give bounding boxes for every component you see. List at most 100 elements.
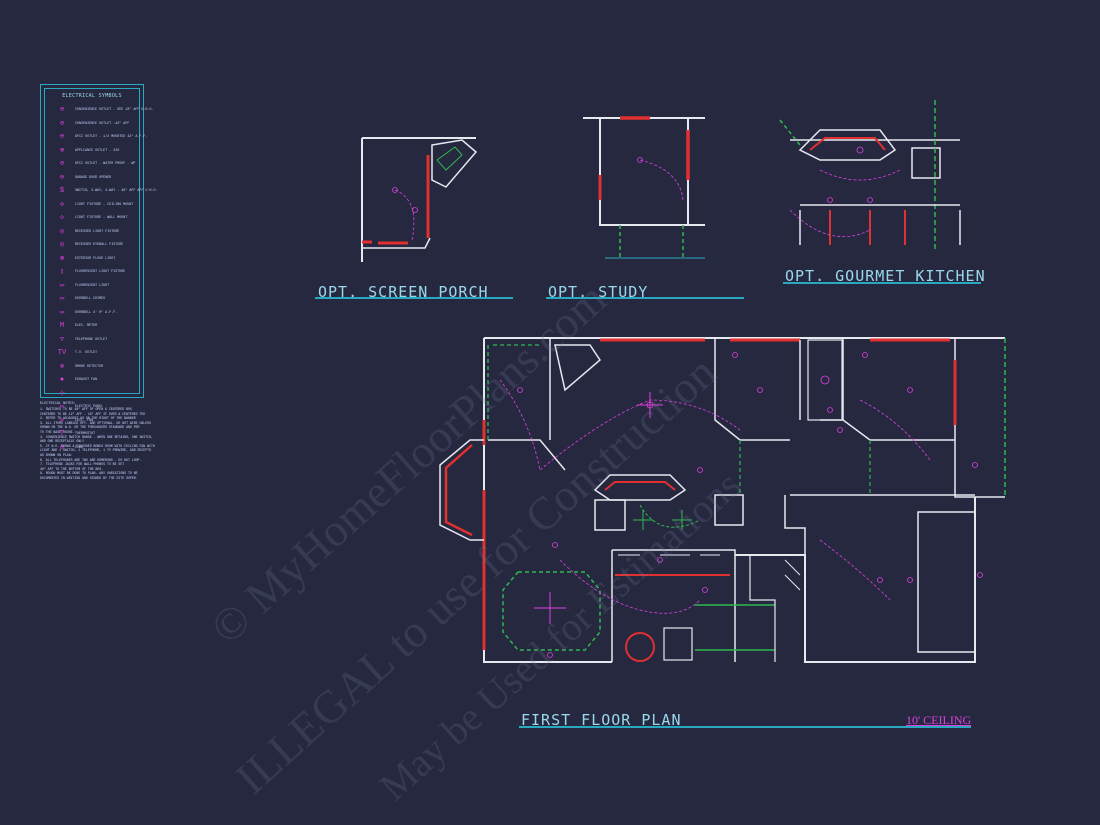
gfci-outlet-icon: ⊖ bbox=[59, 133, 65, 141]
legend-row: ⊖ GFCI OUTLET - 1/2 MOUNTED 42" A.F.F. bbox=[49, 132, 147, 146]
note-line: 3. ALL ITEMS LABELED OPT. ARE OPTIONAL. … bbox=[40, 420, 151, 425]
legend-row: ▯ FLUORESCENT LIGHT FIXTURE bbox=[49, 267, 137, 281]
exhaust-fan-icon: ● bbox=[59, 376, 65, 384]
fluorescent-light-icon: ▯ bbox=[59, 268, 65, 276]
gourmet-kitchen-title: OPT. GOURMET KITCHEN bbox=[785, 267, 986, 285]
legend-row: TV T.V. OUTLET bbox=[49, 348, 137, 362]
legend-label: COAX bbox=[75, 444, 84, 449]
legend-label: RECESSED EYEBALL FIXTURE bbox=[75, 242, 124, 246]
legend-row: ◎ RECESSED LIGHT FIXTURE bbox=[49, 227, 137, 241]
legend-row: ⊗SMOKE DETECTOR bbox=[49, 362, 137, 376]
ceiling-height-label: 10' CEILING bbox=[906, 713, 972, 727]
legend-label: ELEC. METER bbox=[75, 323, 98, 327]
legend-row: ⊙COAX bbox=[49, 443, 137, 457]
note-line: 48" AFF TO THE BOTTOM OF THE BOX. bbox=[40, 466, 104, 471]
legend-row: ▭ ELECTRIC PANEL bbox=[49, 402, 137, 416]
note-line: 4. CONVENIENCE SWITCH RANGE - WHEN ONE R… bbox=[40, 434, 153, 439]
electric-panel-icon: ▭ bbox=[59, 403, 65, 411]
wall-light-icon: ◇ bbox=[59, 214, 65, 222]
legend-row: $ SWITCH, 3-WAY, 4-WAY - 48" AFF AFF U.N.… bbox=[49, 186, 158, 200]
doorbell-icon: ▭ bbox=[59, 295, 65, 303]
first-floor-title: FIRST FLOOR PLAN bbox=[521, 711, 682, 729]
legend-label: DOORBELL 4' 0" A.F.F. bbox=[75, 309, 118, 314]
thermostat-icon: T bbox=[59, 430, 65, 438]
screen-porch-title-underline bbox=[315, 297, 513, 299]
notes-title: ELECTRICAL NOTES: bbox=[40, 402, 76, 406]
study-plan bbox=[583, 116, 705, 260]
gourmet-kitchen-title-underline bbox=[783, 282, 981, 284]
legend-row: ✣ LIGHT FIXTURE - CEILING MOUNT bbox=[49, 200, 137, 214]
legend-title: ELECTRICAL SYMBOLS bbox=[62, 93, 122, 99]
legend-inner-border: ELECTRICAL SYMBOLS ⊖CONVENIENCE OUTLET -… bbox=[44, 88, 157, 452]
legend-row: ▭DOORBELL 4' 0" A.F.F. bbox=[49, 308, 137, 322]
legend-label: FLUORESCENT LIGHT FIXTURE bbox=[75, 269, 126, 273]
legend-row: T THERMOSTAT bbox=[49, 429, 137, 443]
legend-row: ⊹ bbox=[49, 389, 137, 403]
legend-label: GFCI OUTLET - WATER PROOF - WP bbox=[75, 161, 136, 165]
legend-label: SMOKE DETECTOR bbox=[75, 363, 104, 368]
legend-label: CONVENIENCE OUTLET -42" AFF bbox=[75, 120, 130, 125]
flood-light-icon: ⊛ bbox=[59, 254, 65, 263]
legend-label: APPLIANCE OUTLET - 220 bbox=[75, 147, 120, 152]
legend-list: ⊖ CONVENIENCE OUTLET - SEE 18" AFF U.N.O.… bbox=[49, 105, 158, 457]
ceiling-fan-icon: ✛ bbox=[59, 416, 65, 425]
legend-label: EXTERIOR FLOOD LIGHT bbox=[75, 255, 116, 260]
first-floor-plan bbox=[439, 337, 1006, 663]
note-line: LIGHT AND 1 SWITCH, 1 TELEPHONE, 1 TV PR… bbox=[40, 448, 153, 453]
legend-label: SWITCH, 3-WAY, 4-WAY - 48" AFF AFF U.N.O… bbox=[75, 188, 158, 192]
duplex-outlet-icon: ⊖ bbox=[59, 106, 65, 114]
legend-label: ELECTRIC PANEL bbox=[75, 404, 104, 408]
legend-label: RECESSED LIGHT FIXTURE bbox=[75, 228, 120, 233]
garage-outlet-icon: ⊖ bbox=[59, 173, 65, 182]
fan-light-icon: ⊹ bbox=[59, 389, 65, 398]
legend-row: ◇ LIGHT FIXTURE - WALL MOUNT bbox=[49, 213, 137, 227]
tv-outlet-icon: TV bbox=[57, 349, 67, 357]
screen-porch-title: OPT. SCREEN PORCH bbox=[318, 283, 489, 301]
note-line: 8. ROUGH MUST BE DONE TO PLAN. ANY VARIA… bbox=[40, 471, 138, 476]
switch-icon: $ bbox=[59, 187, 65, 195]
notes-lines: 1. SWITCHES TO BE 48" AFF OF OPEN & CENT… bbox=[40, 407, 175, 481]
first-floor-title-underline bbox=[519, 726, 971, 728]
legend-label: CEIL. FAN bbox=[75, 417, 94, 422]
legend-row: ⊖ CONVENIENCE OUTLET - SEE 18" AFF U.N.O. bbox=[49, 105, 154, 119]
legend-label: T.V. OUTLET bbox=[75, 350, 98, 354]
recessed-light-icon: ◎ bbox=[59, 227, 65, 236]
legend-row: ▭FLUORESCENT LIGHT bbox=[49, 281, 137, 295]
legend-label: DOORBELL CHIMES bbox=[75, 296, 106, 300]
note-line: DOCUMENTED IN WRITING AND SIGNED BY THE … bbox=[40, 475, 138, 480]
note-line: AS SHOWN ON PLAN. bbox=[40, 452, 73, 457]
legend-row: ⊖ GARAGE DOOR OPENER bbox=[49, 173, 137, 187]
wp-outlet-icon: ⊖ bbox=[59, 160, 65, 168]
note-line: AND ONE RECEPTACLE ONLY bbox=[40, 439, 84, 444]
legend-label: LIGHT FIXTURE - CEILING MOUNT bbox=[75, 201, 134, 206]
ceiling-light-icon: ✣ bbox=[59, 200, 65, 209]
eyeball-light-icon: ◎ bbox=[59, 241, 65, 249]
legend-label: GFCI OUTLET - 1/2 MOUNTED 42" A.F.F. bbox=[75, 134, 148, 138]
legend-row: ▽ TELEPHONE OUTLET bbox=[49, 335, 137, 349]
telephone-icon: ▽ bbox=[59, 335, 65, 344]
note-line: 1. SWITCHES TO BE 48" AFF OF OPEN & CENT… bbox=[40, 407, 132, 411]
legend-row: ⊖ GFCI OUTLET - WATER PROOF - WP bbox=[49, 159, 137, 173]
note-line: 6. ALL TELEPHONES ARE TWO ARE HOMERUNS -… bbox=[40, 457, 142, 462]
note-line: 5. IF W.O. SHOWS A FINISHED BONUS ROOM W… bbox=[40, 443, 155, 448]
legend-row: ⊛ EXTERIOR FLOOD LIGHT bbox=[49, 254, 137, 268]
legend-row: ●EXHAUST FAN bbox=[49, 375, 137, 389]
study-title-underline bbox=[546, 297, 744, 299]
gourmet-kitchen-plan bbox=[779, 100, 961, 250]
note-line: TO THE BASE HOUSE. bbox=[40, 429, 75, 434]
legend-row: ▭ DOORBELL CHIMES bbox=[49, 294, 137, 308]
note-line: CENTERED TO BE 12" AFF - 18" AFF IF OVER… bbox=[40, 411, 146, 416]
legend-row: ◎ RECESSED EYEBALL FIXTURE bbox=[49, 240, 137, 254]
legend-label: TELEPHONE OUTLET bbox=[75, 336, 108, 341]
screen-porch-plan bbox=[361, 137, 478, 262]
legend-label: GARAGE DOOR OPENER bbox=[75, 174, 112, 179]
electrical-symbols-legend: ELECTRICAL SYMBOLS ⊖CONVENIENCE OUTLET -… bbox=[40, 84, 157, 452]
legend-label: CONVENIENCE OUTLET - SEE 18" AFF U.N.O. bbox=[75, 107, 154, 111]
note-line: 2. REFER TO ADJACENT AS ON THE RIGHT OF … bbox=[40, 416, 136, 421]
legend-label: THERMOSTAT bbox=[75, 431, 96, 435]
legend-label: LIGHT FIXTURE - WALL MOUNT bbox=[75, 215, 128, 219]
electrical-notes: ELECTRICAL NOTES: 1. SWITCHES TO BE 48" … bbox=[40, 402, 175, 481]
legend-row: ⊖CONVENIENCE OUTLET -42" AFF bbox=[49, 119, 137, 133]
